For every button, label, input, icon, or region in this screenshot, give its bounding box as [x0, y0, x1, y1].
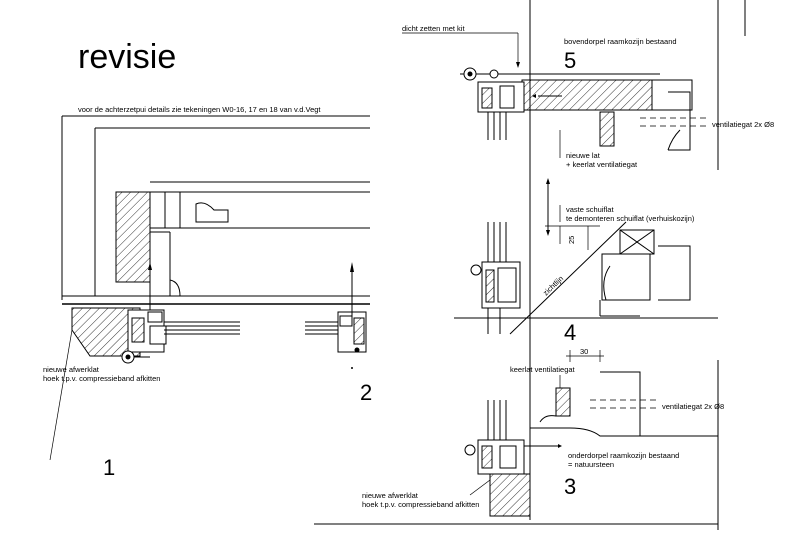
detail-1: nieuwe afwerklat hoek t.p.v. compressieb… [43, 115, 370, 480]
sill-stone [71, 307, 141, 357]
sill-natural-stone [489, 473, 531, 517]
detail-2: 2 [305, 262, 372, 405]
detail-3: 30 keerlat ventilatiegat ventilatiegat 2… [362, 347, 724, 520]
note-vent-stop: keerlat ventilatiegat [510, 365, 576, 374]
drawing-title: revisie [78, 38, 176, 76]
note-new-lath-2: + keerlat ventilatiegat [566, 160, 638, 169]
note-vent-top: ventilatiegat 2x Ø8 [712, 120, 774, 129]
detail-5: dicht zetten met kit bovendorpel raamkoz… [402, 24, 774, 169]
note-top-reference: voor de achterzetpui details zie tekenin… [78, 105, 321, 114]
note-seal-kit: dicht zetten met kit [402, 24, 465, 33]
note-sightline: zichtlijn [541, 274, 565, 298]
note-new-lath-1: nieuwe lat [566, 151, 601, 160]
note-sill-existing-1: onderdorpel raamkozijn bestaand [568, 451, 679, 460]
detail-number-1: 1 [103, 455, 115, 480]
detail-number-4: 4 [564, 320, 576, 345]
note-finish-left-2: hoek t.p.v. compressieband afkitten [43, 374, 160, 383]
dim-25: 25 [567, 236, 576, 244]
note-finish-bottom-1: nieuwe afwerklat [362, 491, 419, 500]
masonry-column [115, 191, 151, 283]
note-vent-bottom: ventilatiegat 2x Ø8 [662, 402, 724, 411]
detail-number-2: 2 [360, 380, 372, 405]
note-top-frame-existing: bovendorpel raamkozijn bestaand [564, 37, 677, 46]
detail-4: vaste schuiflat te demonteren schuiflat … [454, 178, 718, 345]
note-sill-existing-2: = natuursteen [568, 460, 614, 469]
top-frame-beam [521, 79, 653, 111]
note-removable-slat: te demonteren schuiflat (verhuiskozijn) [566, 214, 695, 223]
note-finish-left-1: nieuwe afwerklat [43, 365, 100, 374]
note-finish-bottom-2: hoek t.p.v. compressieband afkitten [362, 500, 479, 509]
note-fixed-slat: vaste schuiflat [566, 205, 614, 214]
dim-30: 30 [580, 347, 588, 356]
detail-number-3: 3 [564, 474, 576, 499]
detail-number-5: 5 [564, 48, 576, 73]
